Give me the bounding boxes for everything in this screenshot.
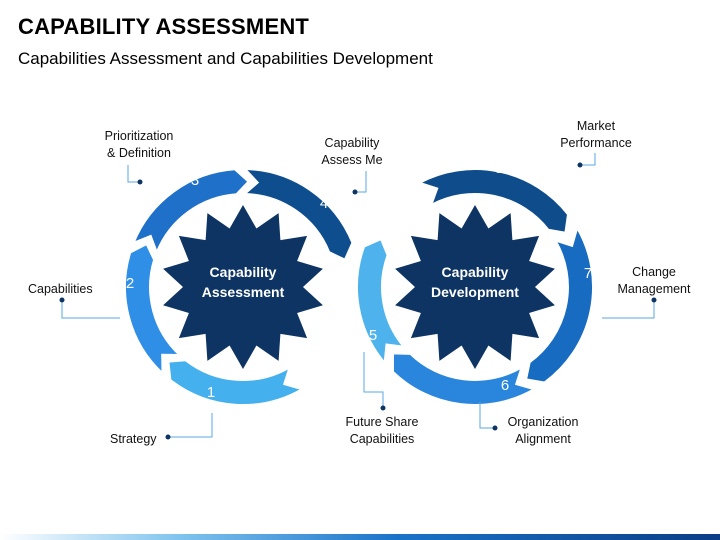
step-2-connector-dot bbox=[59, 297, 65, 303]
step-6-connector-dot bbox=[492, 425, 498, 431]
step-2-label: Capabilities bbox=[28, 282, 93, 296]
step-3-label-line2: & Definition bbox=[107, 146, 171, 160]
step-3-arrow-segment bbox=[131, 168, 250, 255]
step-6-label-line1: Organization bbox=[508, 415, 579, 429]
step-5-label-line2: Capabilities bbox=[350, 432, 415, 446]
step-5-connector-dot bbox=[380, 405, 386, 411]
step-7-connector-line bbox=[602, 300, 655, 319]
step-1-number: 1 bbox=[207, 384, 215, 401]
footer-gradient-bar bbox=[0, 534, 720, 540]
step-4-arrow-segment bbox=[241, 167, 354, 262]
step-1-arrow-segment bbox=[167, 359, 305, 406]
step-4-label-line1: Capability bbox=[325, 136, 381, 150]
step-3-connector-line bbox=[127, 165, 140, 183]
right-star-line2: Development bbox=[431, 284, 519, 300]
step-8-label-line2: Performance bbox=[560, 136, 632, 150]
step-7-number: 7 bbox=[584, 265, 592, 282]
step-3-label-line1: Prioritization bbox=[105, 129, 174, 143]
step-1-label: Strategy bbox=[110, 432, 157, 446]
slide-subtitle: Capabilities Assessment and Capabilities… bbox=[18, 49, 433, 68]
step-6-arrow-segment bbox=[392, 352, 537, 407]
step-8-number: 8 bbox=[495, 160, 503, 177]
step-6-number: 6 bbox=[501, 377, 509, 394]
step-4-number: 4 bbox=[320, 195, 328, 212]
step-2-connector-line bbox=[61, 300, 120, 319]
step-8-connector-line bbox=[580, 153, 596, 166]
right-star-badge bbox=[395, 205, 555, 369]
step-2-number: 2 bbox=[126, 275, 134, 292]
step-8-arrow-segment bbox=[417, 168, 570, 234]
step-5-connector-line bbox=[363, 352, 384, 408]
step-1-connector-line bbox=[168, 413, 213, 438]
step-8-label-line1: Market bbox=[577, 119, 616, 133]
step-4-connector-line bbox=[355, 171, 367, 193]
step-6-label-line2: Alignment bbox=[515, 432, 571, 446]
step-5-arrow-segment bbox=[356, 237, 407, 366]
left-star-badge bbox=[163, 205, 323, 369]
step-1-connector-dot bbox=[165, 434, 171, 440]
step-7-label-line1: Change bbox=[632, 265, 676, 279]
step-6-connector-line bbox=[479, 402, 495, 429]
step-4-connector-dot bbox=[352, 189, 358, 195]
step-7-label-line2: Management bbox=[618, 282, 691, 296]
right-star-line1: Capability bbox=[442, 264, 509, 280]
step-7-arrow-segment bbox=[524, 225, 595, 384]
left-star-line1: Capability bbox=[210, 264, 277, 280]
step-8-connector-dot bbox=[577, 162, 583, 168]
step-5-label-line1: Future Share bbox=[346, 415, 419, 429]
slide-title: CAPABILITY ASSESSMENT bbox=[18, 14, 310, 39]
step-3-number: 3 bbox=[191, 172, 199, 189]
left-star-line2: Assessment bbox=[202, 284, 285, 300]
step-7-connector-dot bbox=[651, 297, 657, 303]
step-3-connector-dot bbox=[137, 179, 143, 185]
step-2-arrow-segment bbox=[124, 242, 183, 376]
step-5-number: 5 bbox=[369, 327, 377, 344]
step-4-label-line2: Assess Me bbox=[321, 153, 382, 167]
